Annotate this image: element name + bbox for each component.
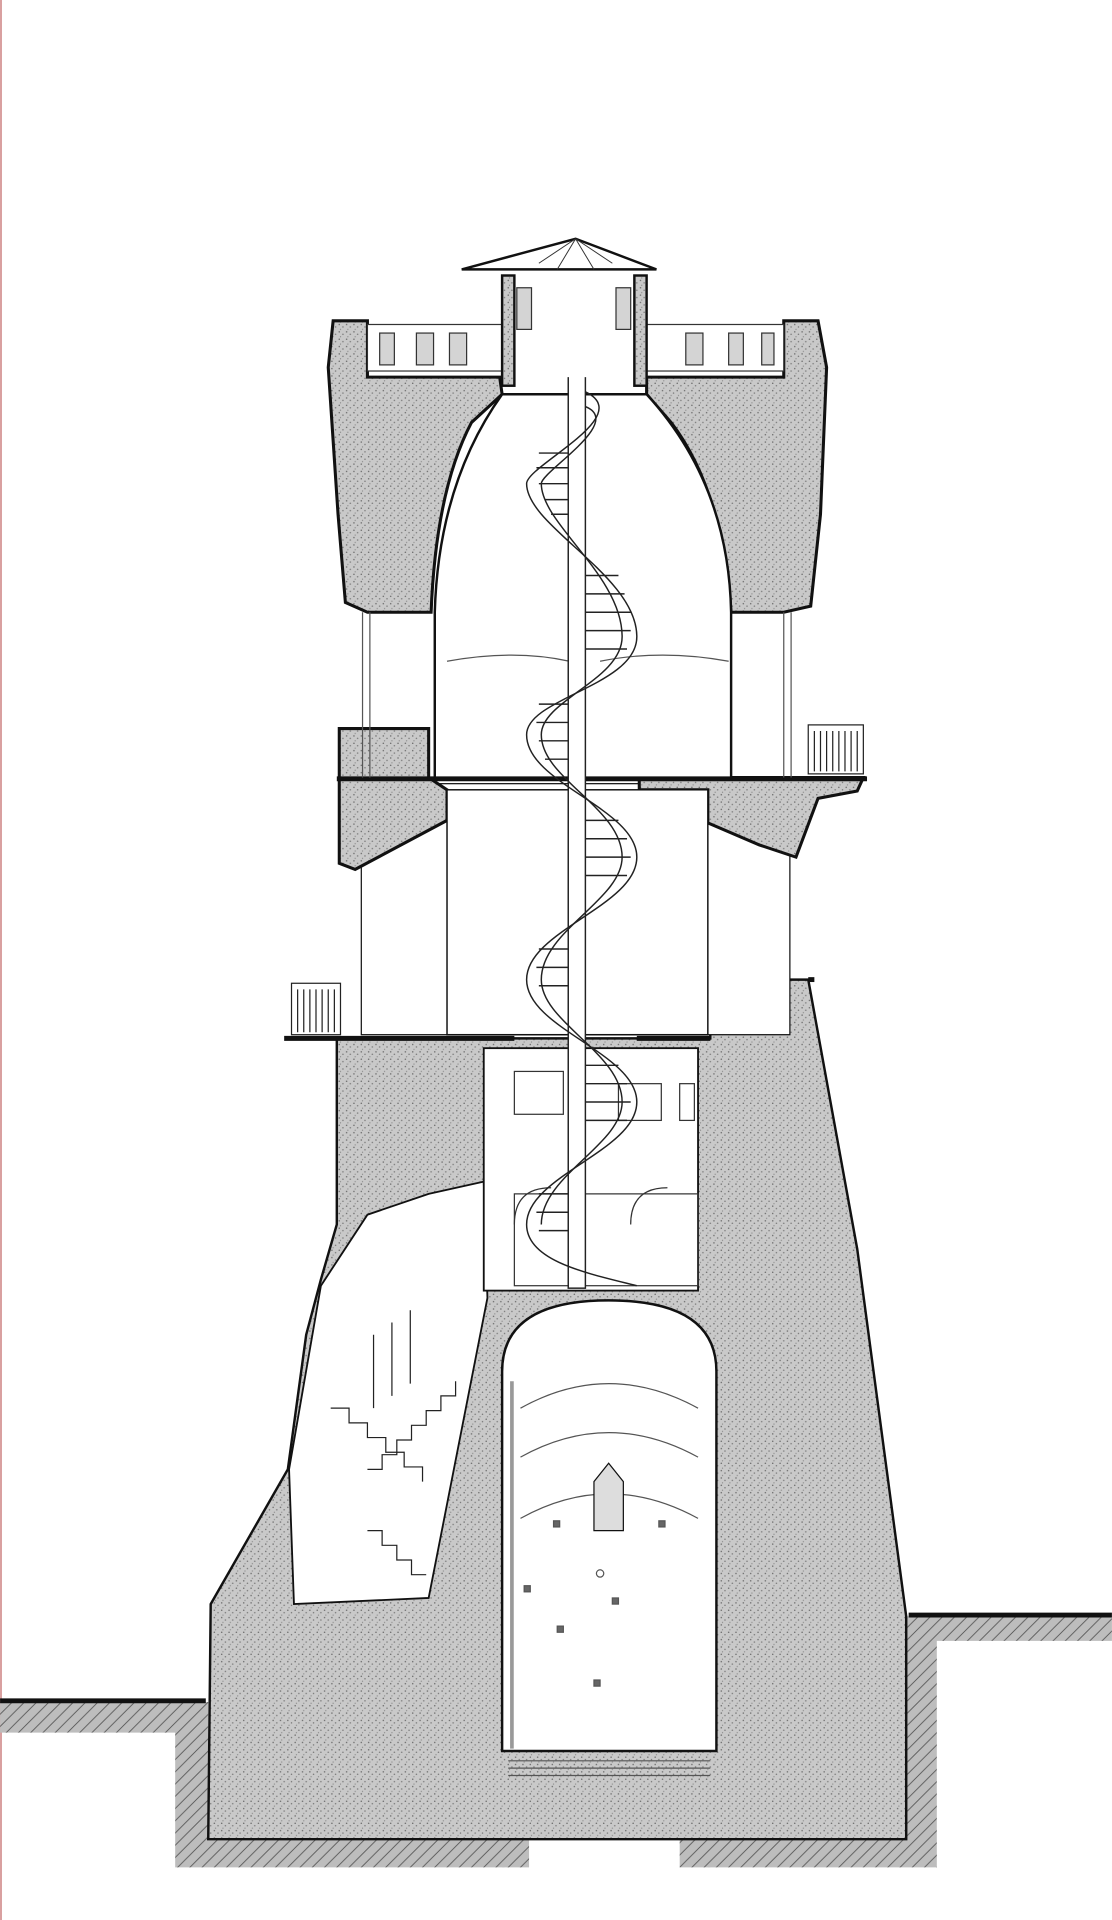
stair-room [482, 1047, 699, 1292]
left-staircase [330, 1310, 457, 1576]
foundation-hatch-right [707, 1616, 1112, 1868]
roof-turret [461, 237, 657, 387]
parapet-railing-right [646, 323, 785, 372]
chapel-details [508, 1381, 711, 1777]
balcony-railing-left [290, 982, 342, 1036]
balcony-railing-right [807, 724, 864, 775]
upper-level [326, 319, 829, 779]
stair-room-details [513, 1070, 699, 1287]
page-edge-line [0, 0, 2, 1920]
parapet-railing-left [366, 323, 503, 372]
upper-left-mass [326, 319, 504, 614]
turret-roof [461, 237, 657, 271]
chapel-window-icon [593, 1462, 624, 1532]
left-stair-void [288, 1180, 489, 1606]
foundation-hatch-left [0, 1702, 505, 1868]
